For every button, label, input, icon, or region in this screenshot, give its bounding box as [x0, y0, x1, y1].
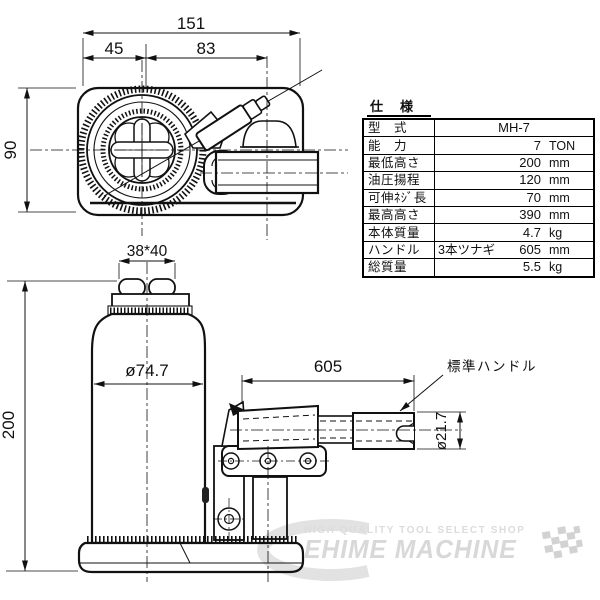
spec-value: 4.7: [522, 224, 541, 240]
dim-left: 45: [105, 39, 124, 58]
spec-label: ハンドル: [362, 240, 435, 260]
spec-value: 605: [519, 241, 541, 257]
spec-value: 120: [519, 172, 541, 188]
spec-unit: kg: [549, 260, 563, 275]
spec-label: 本体質量: [362, 223, 435, 242]
spec-label: 油圧揚程: [362, 171, 435, 190]
spec-table-title: 仕 様: [367, 99, 432, 117]
spec-value: 5.5: [522, 259, 541, 275]
spec-unit: TON: [549, 138, 576, 153]
dim-body-dia: ø74.7: [125, 361, 168, 380]
spec-label: 可伸ﾈｼﾞ長: [362, 188, 435, 207]
spec-label: 型 式: [362, 118, 435, 138]
spec-value: 70: [526, 189, 541, 205]
spec-value: 200: [519, 154, 541, 170]
dim-handle-len: 605: [314, 357, 342, 376]
dim-right: 83: [197, 39, 216, 58]
table-row: 油圧揚程 120 mm: [362, 171, 595, 190]
spec-label: 能 力: [362, 136, 435, 155]
table-row: 型 式 MH-7: [362, 118, 595, 138]
shop-logo-name: EHIME MACHINE: [304, 533, 517, 564]
shop-logo-tagline: HIGH QUALITY TOOL SELECT SHOP: [304, 524, 526, 536]
spec-unit: mm: [549, 155, 570, 170]
spec-label: 最高高さ: [362, 205, 435, 225]
spec-value: 390: [519, 207, 541, 223]
dim-min-height: 200: [0, 411, 18, 439]
handle-callout-label: 標準ハンドル: [447, 359, 537, 374]
table-row: 最高高さ 390 mm: [362, 205, 595, 225]
side-view-dimensions: [6, 258, 466, 572]
dim-total-width: 151: [177, 14, 205, 33]
pump-plunger: [195, 95, 271, 151]
spec-unit: mm: [549, 190, 570, 205]
dim-handle-dia: ø21.7: [433, 412, 450, 450]
dim-depth: 90: [1, 141, 20, 160]
spec-value: 7: [533, 137, 541, 153]
side-view: [77, 262, 462, 582]
watermark-swoosh: [257, 519, 370, 581]
spec-label: 総質量: [362, 258, 435, 278]
spec-table-panel: 仕 様 型 式 MH-7 能 力 7 TON 最低高さ 200 mm 油圧揚程 12…: [362, 98, 595, 278]
spec-label: 最低高さ: [362, 153, 435, 173]
table-row: 本体質量 4.7 kg: [362, 223, 595, 242]
spec-unit: kg: [549, 225, 563, 240]
table-row: 最低高さ 200 mm: [362, 153, 595, 173]
dim-saddle: 38*40: [127, 243, 168, 260]
spec-value: MH-7: [498, 120, 530, 136]
checkered-flag-icon: [541, 525, 583, 559]
spec-unit: mm: [549, 173, 570, 188]
spec-unit: mm: [549, 208, 570, 223]
table-row: 能 力 7 TON: [362, 136, 595, 155]
spec-unit: mm: [549, 242, 570, 257]
table-row: 可伸ﾈｼﾞ長 70 mm: [362, 188, 595, 207]
table-row: 総質量 5.5 kg: [362, 258, 595, 278]
shop-logo: HIGH QUALITY TOOL SELECT SHOP EHIME MACH…: [304, 523, 584, 563]
top-view-dimensions: [18, 30, 301, 213]
spec-prefix: 3本ツナギ: [438, 242, 495, 257]
top-view: [30, 56, 348, 240]
table-row: ハンドル 3本ツナギ 605 mm: [362, 240, 595, 260]
